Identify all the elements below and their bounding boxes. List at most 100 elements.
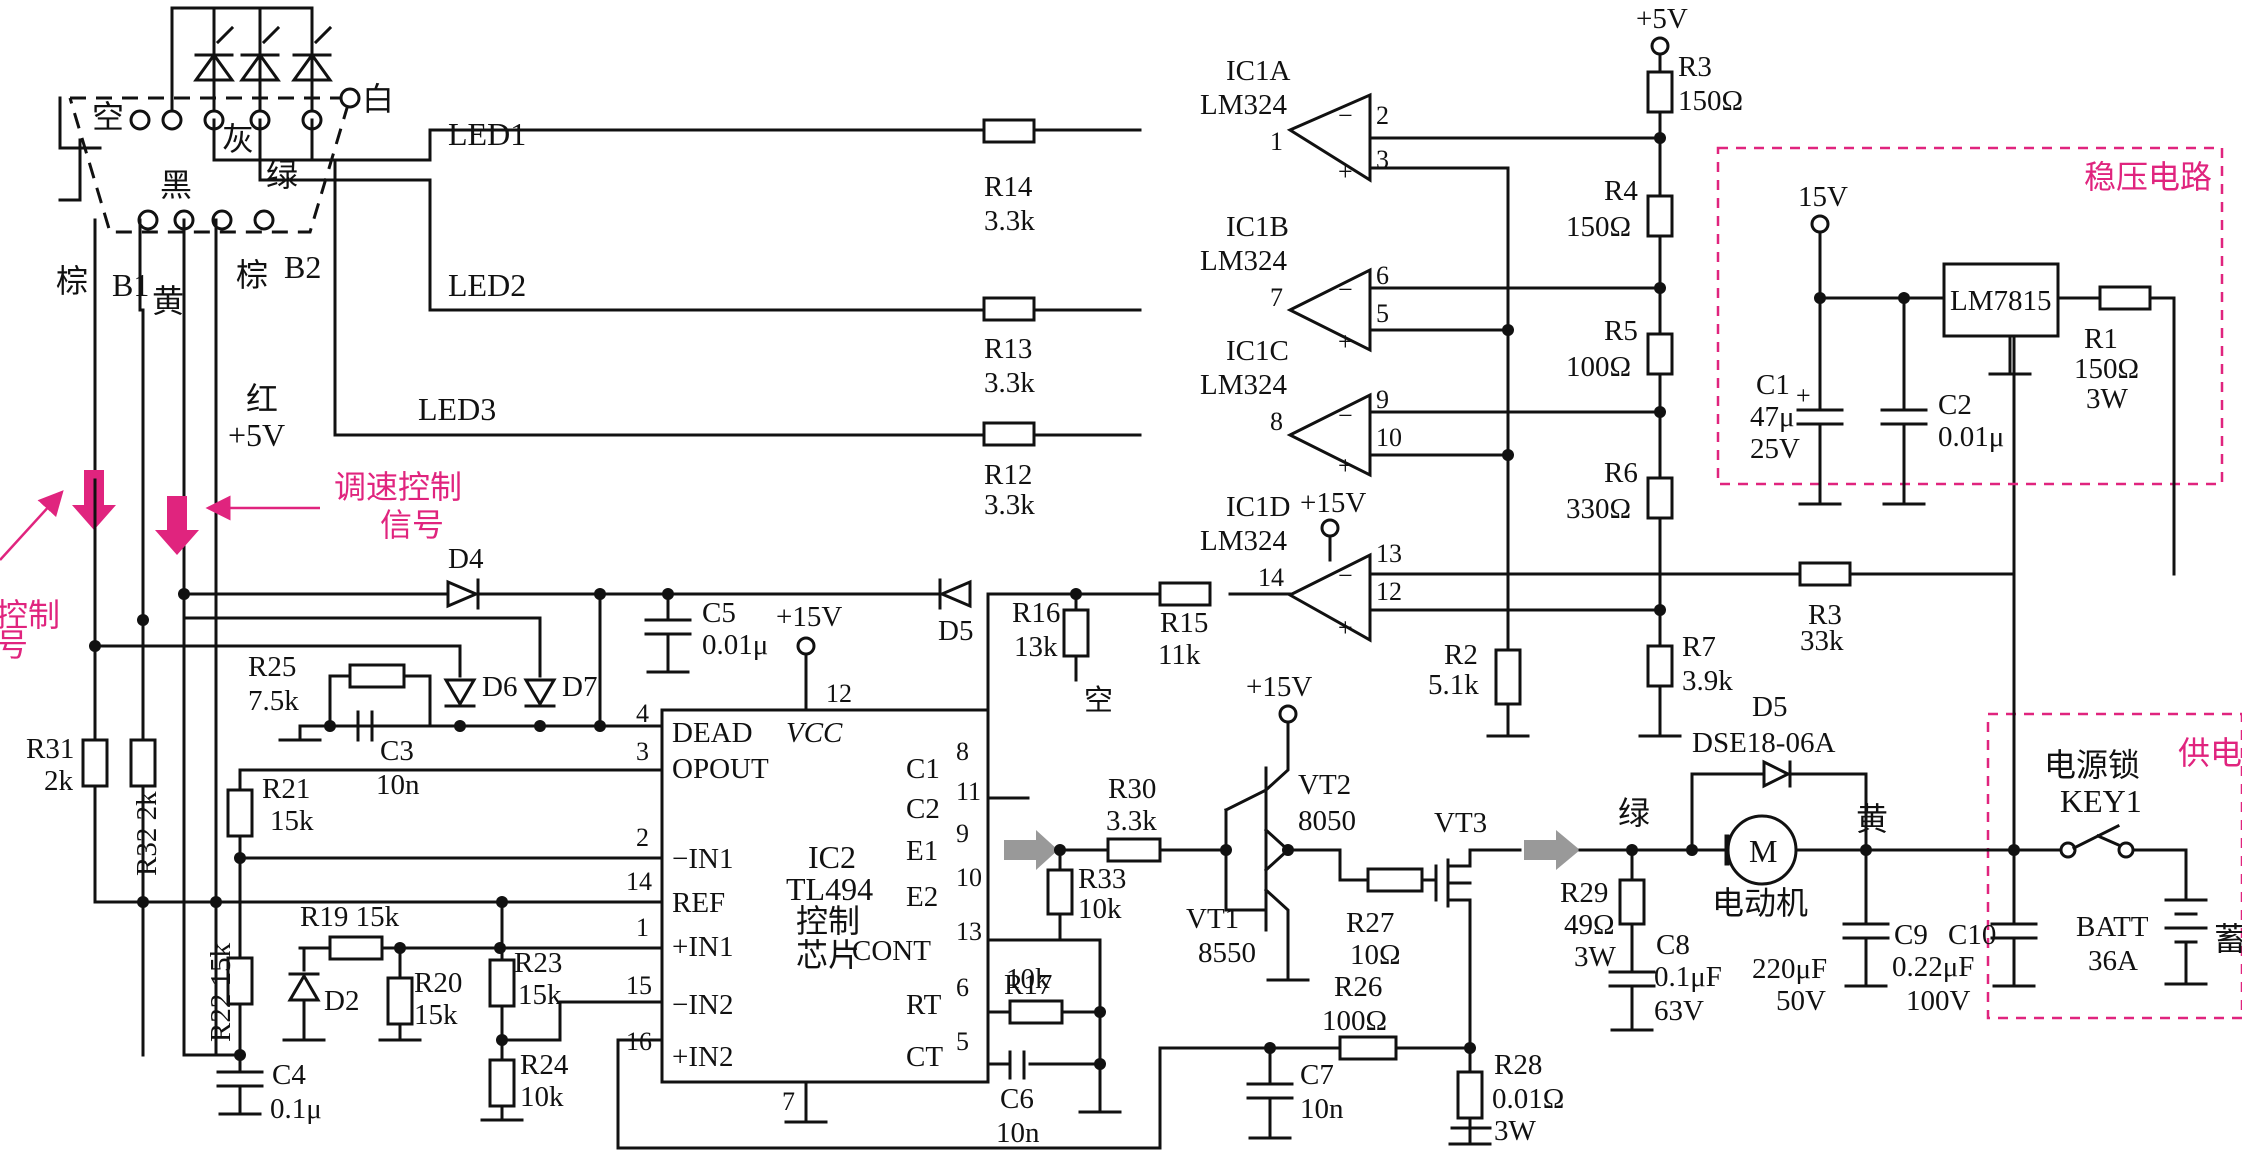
vt1-name: VT1 bbox=[1186, 903, 1239, 935]
label-brown-right: 棕 bbox=[236, 257, 268, 293]
resistor-r13 bbox=[982, 296, 1036, 322]
driver-stage: R30 3.3k R33 10k +15V VT2 8050 VT1 8550 … bbox=[1004, 671, 1564, 1147]
ic1c-pin-inv: 9 bbox=[1376, 385, 1389, 414]
speed-label-1: 调速控制 bbox=[334, 469, 462, 505]
r21-value: 15k bbox=[270, 805, 314, 837]
r3b-value: 33k bbox=[1800, 625, 1844, 657]
c9-voltage: 50V bbox=[1776, 985, 1826, 1017]
d5-flyback-part: DSE18-06A bbox=[1692, 727, 1835, 759]
r4-value: 150Ω bbox=[1566, 211, 1631, 243]
ic2-pin-opout: OPOUT bbox=[672, 753, 769, 785]
c10-name: C10 bbox=[1948, 919, 1996, 951]
ic2-pin-ct: CT bbox=[906, 1041, 943, 1073]
battery-icon bbox=[2164, 898, 2208, 986]
ic2-vcc: VCC bbox=[786, 717, 843, 749]
r15-name: R15 bbox=[1160, 607, 1208, 639]
c4-name: C4 bbox=[272, 1059, 306, 1091]
label-green: 绿 bbox=[266, 157, 298, 193]
d5-chain-label: D5 bbox=[938, 615, 973, 647]
label-empty: 空 bbox=[92, 99, 124, 135]
c6-value: 10n bbox=[996, 1117, 1040, 1149]
resistor-r14 bbox=[982, 118, 1036, 144]
r33-name: R33 bbox=[1078, 863, 1126, 895]
ic1a-pin-out: 1 bbox=[1270, 127, 1283, 156]
ic2-num-11: 11 bbox=[956, 777, 981, 806]
ic2-pin-cont: CONT bbox=[852, 935, 931, 967]
r28-power: 3W bbox=[1494, 1115, 1537, 1147]
d7-label: D7 bbox=[562, 671, 597, 703]
ic1c-name: IC1C bbox=[1226, 335, 1289, 367]
c3-name: C3 bbox=[380, 735, 414, 767]
motor-letter: M bbox=[1749, 833, 1777, 869]
r15-value: 11k bbox=[1158, 639, 1201, 671]
lm7815-label: LM7815 bbox=[1950, 285, 2052, 317]
r1-power: 3W bbox=[2086, 383, 2129, 415]
r23-value: 15k bbox=[518, 979, 562, 1011]
r12-name: R12 bbox=[984, 459, 1032, 491]
ic2-pin-in2p: +IN2 bbox=[672, 1041, 733, 1073]
c7-value: 10n bbox=[1300, 1093, 1344, 1125]
ic2-num-1: 1 bbox=[636, 913, 649, 942]
r17-name: R17 bbox=[1004, 969, 1052, 1001]
r22-label: R22 15k bbox=[205, 942, 237, 1042]
d2-label: D2 bbox=[324, 985, 359, 1017]
r21-name: R21 bbox=[262, 773, 310, 805]
ic2-part: TL494 bbox=[786, 871, 873, 907]
c8-value: 0.1μF bbox=[1654, 961, 1722, 993]
r25-name: R25 bbox=[248, 651, 296, 683]
r32-label: R32 2k bbox=[131, 791, 163, 876]
r26-value: 100Ω bbox=[1322, 1005, 1387, 1037]
label-b2: B2 bbox=[284, 249, 321, 285]
label-brown-left: 棕 bbox=[56, 263, 88, 299]
d5-flyback-label: D5 bbox=[1752, 691, 1787, 723]
svg-text:−: − bbox=[1338, 275, 1353, 304]
ic2-desc2: 芯片 bbox=[796, 937, 860, 973]
ic2-num-14: 14 bbox=[626, 867, 652, 896]
opamp-ic1a bbox=[1286, 92, 1372, 183]
c2-name: C2 bbox=[1938, 389, 1972, 421]
r14-name: R14 bbox=[984, 171, 1033, 203]
r31-value: 2k bbox=[44, 765, 74, 797]
ic2-pin-rt: RT bbox=[906, 989, 942, 1021]
r28-value: 0.01Ω bbox=[1492, 1083, 1564, 1115]
ic2-desc1: 控制 bbox=[796, 903, 860, 939]
ic1c-pin-ninv: 10 bbox=[1376, 423, 1402, 452]
ic1b-part: LM324 bbox=[1200, 245, 1288, 277]
ic1b-pin-ninv: 5 bbox=[1376, 299, 1389, 328]
c7-name: C7 bbox=[1300, 1059, 1334, 1091]
opamp-ic1b bbox=[1286, 267, 1372, 353]
battery-label: BATT bbox=[2076, 911, 2149, 943]
svg-text:−: − bbox=[1338, 401, 1353, 430]
c5-value: 0.01μ bbox=[702, 629, 768, 661]
svg-text:−: − bbox=[1338, 101, 1353, 130]
ctrl-fragment-2: 号 bbox=[0, 627, 28, 663]
svg-text:+: + bbox=[1338, 327, 1353, 356]
divider-ladder: +5V R3 150Ω R4 150Ω R5 100Ω R6 330Ω R7 3… bbox=[1368, 3, 2016, 738]
c1-plus: + bbox=[1796, 381, 1811, 410]
speed-label-2: 信号 bbox=[380, 507, 444, 543]
ic2-pin-c2: C2 bbox=[906, 793, 940, 825]
ctrl-fragment-1: 控制 bbox=[0, 597, 60, 633]
label-black: 黑 bbox=[160, 167, 192, 203]
ic2-num-5: 5 bbox=[956, 1027, 969, 1056]
ic2-num-3: 3 bbox=[636, 737, 649, 766]
ic2-num-13: 13 bbox=[956, 917, 982, 946]
vt2-name: VT2 bbox=[1298, 769, 1351, 801]
driver-supply: +15V bbox=[1246, 671, 1312, 703]
net-led2: LED2 bbox=[448, 267, 526, 303]
r3a-name: R3 bbox=[1678, 51, 1712, 83]
c1-voltage: 25V bbox=[1750, 433, 1800, 465]
r31-name: R31 bbox=[26, 733, 74, 765]
ic1c-pin-out: 8 bbox=[1270, 407, 1283, 436]
ic2-num-4: 4 bbox=[636, 699, 649, 728]
ic1b-pin-out: 7 bbox=[1270, 283, 1283, 312]
r5-value: 100Ω bbox=[1566, 351, 1631, 383]
d6-label: D6 bbox=[482, 671, 517, 703]
c9-value: 220μF bbox=[1752, 953, 1827, 985]
c2-value: 0.01μ bbox=[1938, 421, 2004, 453]
ic1c-part: LM324 bbox=[1200, 369, 1288, 401]
r1-name: R1 bbox=[2084, 323, 2118, 355]
speed-signal-arrows: 调速控制 信号 控制 号 bbox=[0, 469, 462, 663]
r27-name: R27 bbox=[1346, 907, 1394, 939]
c6-name: C6 bbox=[1000, 1083, 1034, 1115]
